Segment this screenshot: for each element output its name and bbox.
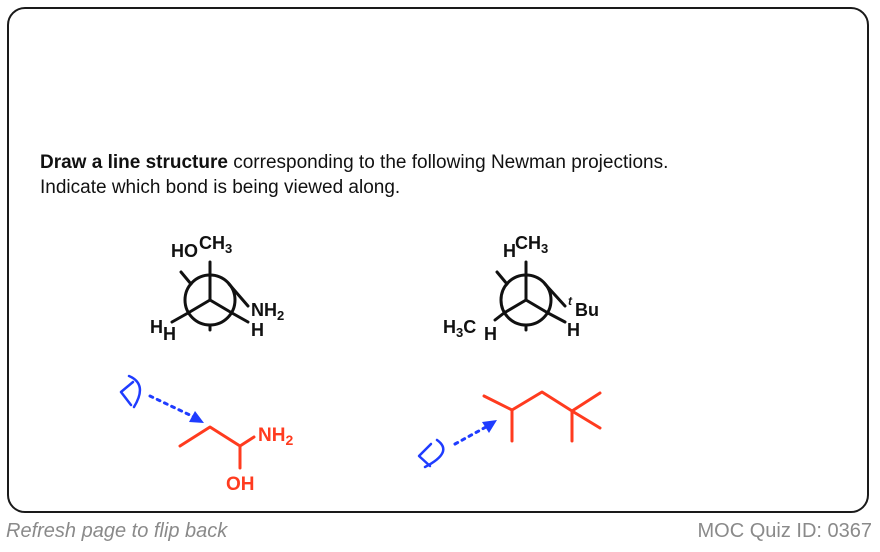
eye-icon <box>119 374 142 409</box>
newman1-h-left2-label: H <box>163 324 176 344</box>
newman2-front-bond-right <box>524 298 550 315</box>
answer-2-structure <box>482 390 602 443</box>
question-text: Draw a line structure corresponding to t… <box>40 150 700 200</box>
newman2-h-right-label: H <box>567 320 580 340</box>
newman1-front-bond-left-out <box>170 311 190 324</box>
newman2-h-left-label: H <box>484 324 497 344</box>
newman2-front-bond-right-out <box>546 311 567 324</box>
quiz-id-label: MOC Quiz ID: 0367 <box>697 520 872 542</box>
newman2-back-bond-right <box>543 282 567 308</box>
newman1-nh2-label: NH2 <box>251 300 284 323</box>
view-arrow-1 <box>148 394 204 423</box>
newman1-ch3-label: CH3 <box>199 233 232 256</box>
refresh-hint-link[interactable]: Refresh page to flip back <box>6 520 228 542</box>
answer1-oh-label: OH <box>226 474 255 495</box>
newman1-front-bond-right <box>208 298 234 315</box>
answer1-nh2-label: NH2 <box>258 425 293 448</box>
view-arrow-2 <box>453 420 497 446</box>
answer-1-structure <box>178 425 256 470</box>
newman-projection-1 <box>170 260 250 332</box>
newman1-front-bond-right-out <box>230 311 250 324</box>
newman1-h-left1-label: H <box>150 317 163 337</box>
newman2-ch3-label: CH3 <box>515 233 548 256</box>
newman1-h-right-label: H <box>251 320 264 340</box>
quiz-card <box>7 7 869 513</box>
newman2-back-bond-top <box>495 270 509 286</box>
newman1-back-bond-right <box>227 282 250 308</box>
answer2-tbu-methyl-right <box>570 409 602 430</box>
newman1-ho-label: HO <box>171 241 198 261</box>
newman-projection-2 <box>493 260 567 332</box>
newman1-front-bond-left <box>186 298 212 315</box>
newman1-back-bond-top <box>179 270 193 286</box>
newman2-bu-label: Bu <box>575 300 599 320</box>
eye-icon-2 <box>417 438 445 469</box>
newman2-h-top-label: H <box>503 241 516 261</box>
newman2-tert-label: t <box>568 294 573 308</box>
answer2-carbon-chain <box>482 390 602 413</box>
question-bold: Draw a line structure <box>40 152 228 173</box>
newman2-h3c-label: H3C <box>443 317 476 340</box>
newman2-front-bond-left <box>502 298 528 315</box>
question-rest: corresponding to the following Newman pr… <box>40 152 669 198</box>
answer1-carbon-chain <box>178 425 256 448</box>
newman2-front-bond-left-out <box>493 311 506 322</box>
